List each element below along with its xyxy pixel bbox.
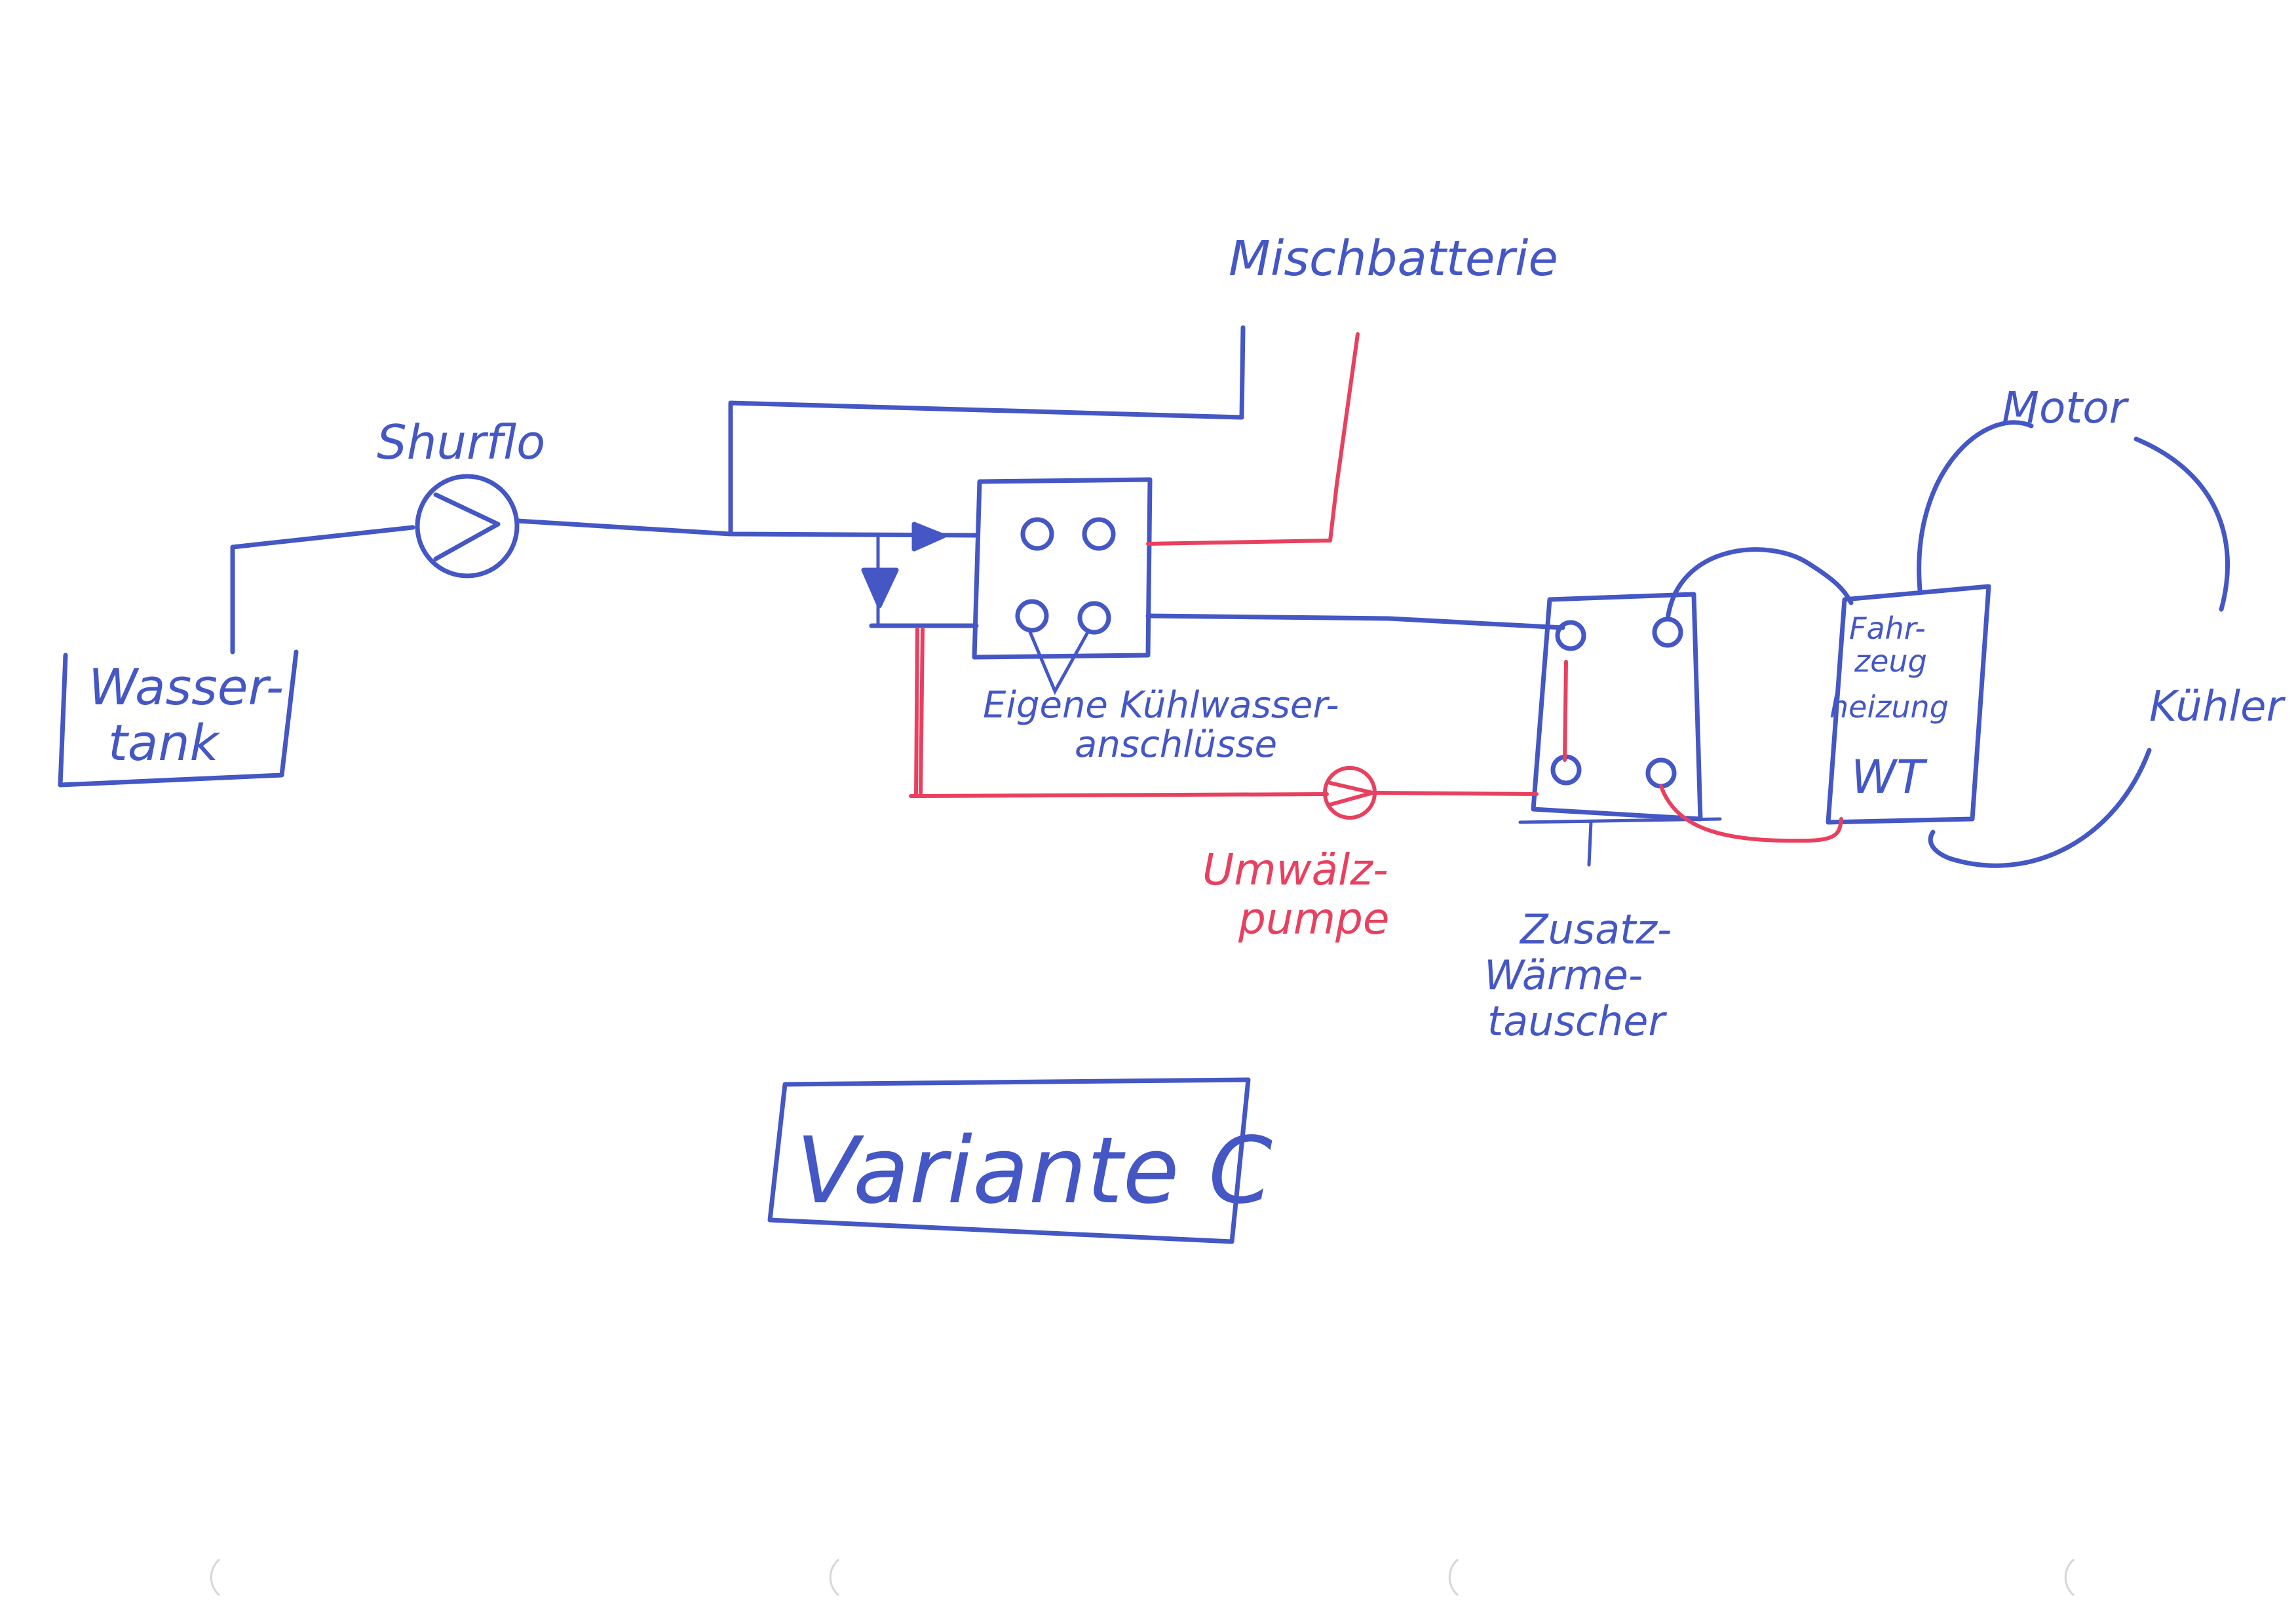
- label-wassertank-2: tank: [108, 714, 221, 772]
- scan-mark: [1448, 1558, 1459, 1597]
- motor-right-arc: [2133, 436, 2230, 612]
- zusatz-port-tl: [1555, 620, 1586, 651]
- label-mischbatterie: Mischbatterie: [1229, 231, 1558, 287]
- label-umwaelzpumpe-2: pumpe: [1238, 894, 1390, 944]
- label-zusatz-3: tauscher: [1487, 997, 1667, 1045]
- valve-arrow-down-icon: [861, 567, 899, 609]
- wassertank-box: [58, 649, 299, 788]
- tank-to-pump-line: [230, 525, 415, 655]
- cold-water-loop: [728, 325, 1246, 537]
- pump-outlet-line: [515, 518, 979, 538]
- label-zusatz-1: Zusatz-: [1519, 905, 1672, 953]
- label-fahrzeug-1: Fahr-: [1849, 611, 1926, 646]
- zusatz-port-br: [1645, 757, 1677, 789]
- scan-mark: [829, 1558, 840, 1597]
- zusatz-port-tr: [1652, 617, 1683, 648]
- coolant-connector-box: [972, 477, 1153, 660]
- label-zusatz-2: Wärme-: [1484, 951, 1643, 999]
- scan-mark: [210, 1558, 221, 1597]
- vehicle-heater-box: [1826, 584, 1991, 825]
- return-riser: [914, 627, 925, 798]
- motor-loop: [1917, 420, 2034, 592]
- label-wt: WT: [1851, 750, 1928, 804]
- label-motor: Motor: [2002, 383, 2130, 433]
- label-fahrzeug-3: heizung: [1829, 689, 1949, 725]
- connector-port-tl: [1020, 517, 1054, 551]
- label-anschluesse-1: Eigene Kühlwasser-: [983, 684, 1339, 727]
- label-fahrzeug-2: zeug: [1854, 643, 1927, 679]
- label-anschluesse-2: anschlüsse: [1075, 723, 1277, 766]
- umwaelzpumpe-icon: [1323, 766, 1377, 820]
- hot-water-to-mischbatterie: [1146, 332, 1360, 546]
- zusatz-inner-link: [1563, 660, 1568, 762]
- connector-port-br: [1077, 601, 1111, 635]
- label-umwaelzpumpe-1: Umwälz-: [1202, 845, 1388, 895]
- connector-port-bl: [1015, 599, 1049, 633]
- label-kuehler: Kühler: [2149, 683, 2286, 731]
- connector-pointer: [1027, 627, 1090, 695]
- zusatz-to-heater-loop: [1665, 547, 1854, 622]
- zusatz-baseline: [1518, 817, 1722, 867]
- valve-arrow-right-icon: [911, 522, 946, 552]
- zusatz-to-heater-bottom-loop: [1659, 784, 1843, 843]
- connector-port-tr: [1082, 517, 1116, 551]
- variante-box: [767, 1077, 1251, 1244]
- kuehler-return-arc: [1928, 748, 2152, 868]
- label-variante: Variante C: [796, 1118, 1272, 1225]
- coolant-feed-line: [1145, 613, 1565, 630]
- shurflo-pump-icon: [415, 474, 520, 579]
- label-shurflo: Shurflo: [377, 415, 545, 470]
- return-line: [909, 791, 1539, 798]
- label-wassertank-1: Wasser-: [88, 658, 284, 716]
- scan-mark: [2064, 1558, 2075, 1597]
